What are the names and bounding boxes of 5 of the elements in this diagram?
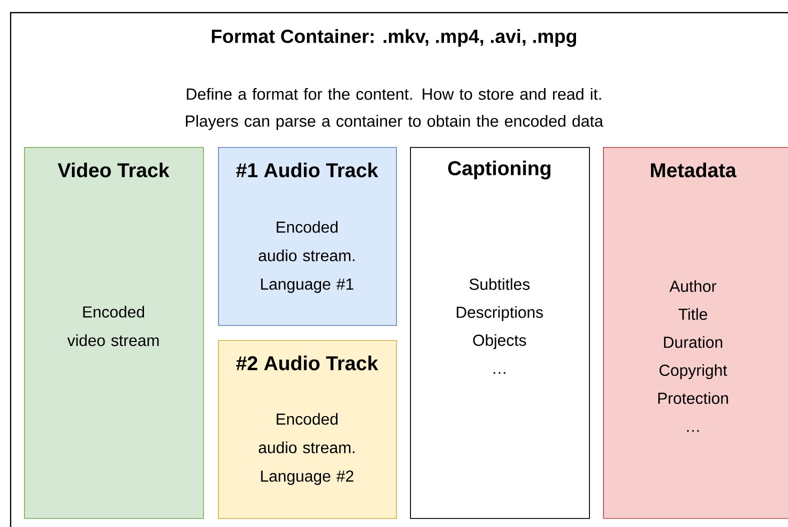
track-box: Video Track Encoded video stream [24,147,204,519]
track-box: #2 Audio Track Encoded audio stream. Language #2 [218,340,397,519]
track-box: Metadata Author Title Duration Copyright Protection … [603,147,788,519]
track-box: Captioning Subtitles Descriptions Objects … [410,147,590,519]
track-box: #1 Audio Track Encoded audio stream. Language #1 [218,147,397,326]
